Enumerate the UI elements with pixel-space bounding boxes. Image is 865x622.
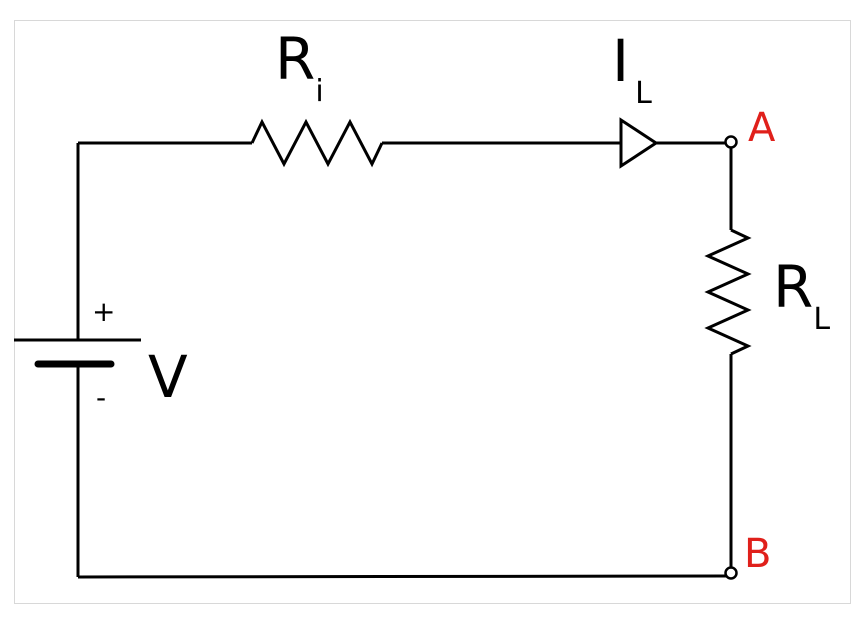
node-a-label: A bbox=[748, 105, 776, 151]
current-arrow bbox=[619, 117, 659, 169]
node-b-terminal bbox=[724, 566, 738, 580]
label-plus: + bbox=[92, 295, 116, 328]
node-a-terminal bbox=[724, 135, 738, 149]
resistor-ri bbox=[250, 118, 384, 168]
label-v: V bbox=[148, 343, 188, 411]
bottom-wire bbox=[77, 574, 727, 579]
diagram-frame bbox=[14, 20, 851, 604]
label-rl: RL bbox=[773, 253, 831, 337]
label-minus: - bbox=[96, 381, 107, 414]
node-b-label: B bbox=[744, 531, 772, 577]
resistor-rl bbox=[704, 228, 752, 356]
label-ri: Ri bbox=[275, 25, 324, 109]
